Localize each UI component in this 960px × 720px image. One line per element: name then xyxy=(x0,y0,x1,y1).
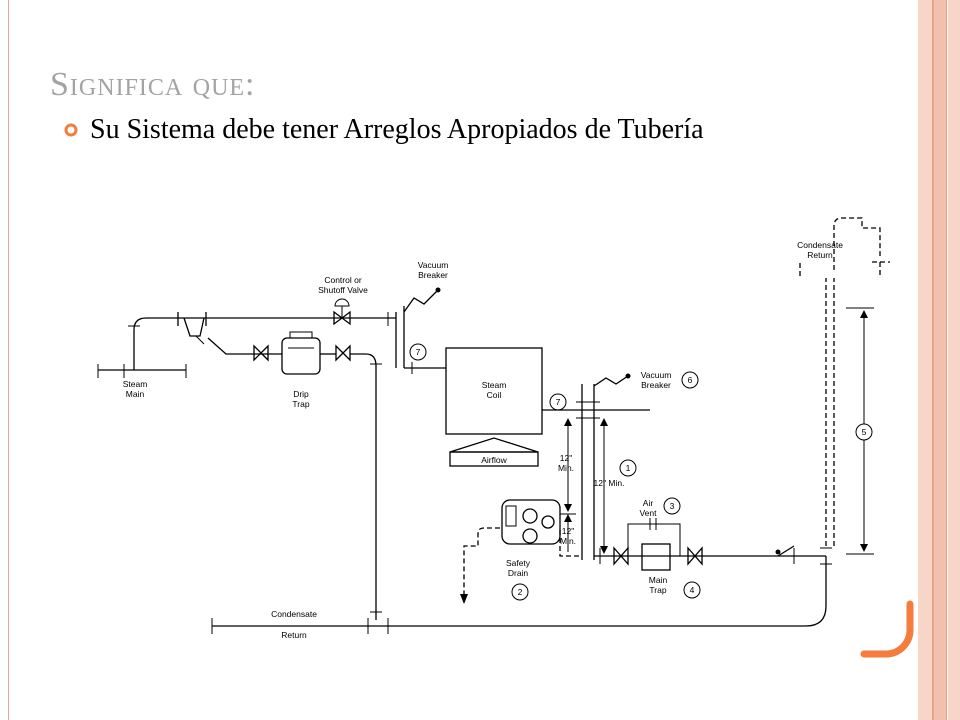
check-valve-ball xyxy=(775,549,781,555)
callout-3-label: 3 xyxy=(670,501,675,511)
overhead-return-riser xyxy=(825,278,835,546)
callout-4-label: 4 xyxy=(690,585,695,595)
callout-1-label: 1 xyxy=(626,463,631,473)
condensate-return-top-label: Return xyxy=(807,250,833,260)
decorative-band-line xyxy=(946,0,947,720)
dimension-arrow xyxy=(564,514,572,522)
safety-drain-pipe xyxy=(559,530,582,557)
bullet-circle-icon xyxy=(64,123,78,137)
vacuum-breaker-right-label: Breaker xyxy=(641,380,671,390)
callout-2-label: 2 xyxy=(518,587,523,597)
dimension-label: 12" xyxy=(562,526,574,536)
callout-6 xyxy=(681,371,699,389)
air-vent-label: Air xyxy=(643,498,654,508)
vacuum-breaker-right-ball xyxy=(625,373,631,379)
return-riser-pipe xyxy=(376,556,827,627)
dimension-arrow xyxy=(860,544,868,552)
safety-drain-label: Safety xyxy=(506,558,531,568)
decorative-side-band xyxy=(918,0,932,720)
discharge-arrow xyxy=(460,594,468,604)
drip-valve-icon xyxy=(253,344,269,362)
callout-3 xyxy=(663,497,681,515)
dimension-label: 12" xyxy=(560,453,572,463)
decorative-band-line xyxy=(932,0,933,720)
check-valve-icon xyxy=(777,545,795,557)
strainer-icon xyxy=(177,312,207,345)
vacuum-breaker-top-label: Vacuum xyxy=(418,260,449,270)
safety-drain-discharge xyxy=(463,527,500,600)
drip-trap-label: Drip xyxy=(293,389,309,399)
dimension-label: Min. xyxy=(560,536,576,546)
safety-drain-label: Drain xyxy=(508,568,529,578)
dimension-arrow xyxy=(564,418,572,426)
vacuum-breaker-right-icon xyxy=(593,375,629,387)
callout-7-top xyxy=(409,343,427,361)
main-trap-label: Trap xyxy=(649,585,666,595)
dimension-arrow xyxy=(600,418,608,426)
corner-accent-icon xyxy=(860,600,914,658)
main-trap-outlet-valve-icon xyxy=(687,546,703,566)
decorative-side-band xyxy=(948,0,960,720)
slide-frame xyxy=(8,0,934,720)
bullet-item: Su Sistema debe tener Arreglos Apropiado… xyxy=(64,114,704,146)
callout-6-label: 6 xyxy=(688,375,693,385)
decorative-side-band xyxy=(934,0,946,720)
main-trap-box xyxy=(641,543,671,571)
steam-coil-box xyxy=(445,347,543,435)
slide-title: Significa que: xyxy=(50,66,256,103)
callout-7-right-label: 7 xyxy=(556,397,561,407)
vacuum-breaker-top-ball xyxy=(435,287,441,293)
steam-coil-label: Coil xyxy=(487,390,502,400)
coil-inlet-pipe xyxy=(395,306,405,368)
callout-1 xyxy=(619,459,637,477)
dimension-label: 12" Min. xyxy=(594,478,625,488)
callout-7-right xyxy=(549,393,567,411)
callout-5-label: 5 xyxy=(862,427,867,437)
drip-trap-icon xyxy=(281,331,321,375)
condensate-return-bottom-label: Condensate xyxy=(271,609,317,619)
dimension-arrow xyxy=(600,546,608,554)
dimension-label: Min. xyxy=(558,463,574,473)
drip-return-pipe xyxy=(350,353,377,620)
callout-2 xyxy=(511,583,529,601)
main-trap-label: Main xyxy=(649,575,668,585)
steam-coil-label: Steam xyxy=(482,380,507,390)
dimension-arrow xyxy=(860,310,868,318)
condensate-return-bottom-label: Return xyxy=(281,630,307,640)
control-valve-label: Control or xyxy=(324,275,361,285)
coil-drop-pipe xyxy=(581,384,595,560)
drip-trap-label: Trap xyxy=(292,399,309,409)
steam-main-label: Main xyxy=(126,389,145,399)
overhead-return-header xyxy=(799,217,890,276)
air-vent-bypass xyxy=(627,523,681,556)
control-valve-label: Shutoff Valve xyxy=(318,285,368,295)
steam-main xyxy=(97,317,187,378)
vacuum-breaker-top-label: Breaker xyxy=(418,270,448,280)
vacuum-breaker-top-icon xyxy=(403,289,439,313)
airflow-arrow-icon xyxy=(449,437,539,467)
dimension-arrow xyxy=(564,504,572,512)
callout-7-top-label: 7 xyxy=(416,347,421,357)
air-vent-label: Vent xyxy=(639,508,657,518)
control-valve-icon xyxy=(333,298,351,326)
drip-leg-pipe xyxy=(207,337,244,355)
vacuum-breaker-right-label: Vacuum xyxy=(641,370,672,380)
bullet-text: Su Sistema debe tener Arreglos Apropiado… xyxy=(90,114,704,145)
steam-main-label: Steam xyxy=(123,379,148,389)
safety-drain-trap-icon xyxy=(501,499,561,545)
airflow-label: Airflow xyxy=(481,455,507,465)
callout-4 xyxy=(683,581,701,599)
steam-coil-piping-diagram: Steam Main Control or Shutoff Valve Vacu… xyxy=(97,217,890,640)
condensate-return-top-label: Condensate xyxy=(797,240,843,250)
callout-5 xyxy=(855,423,873,441)
drip-outlet-valve-icon xyxy=(335,344,351,362)
